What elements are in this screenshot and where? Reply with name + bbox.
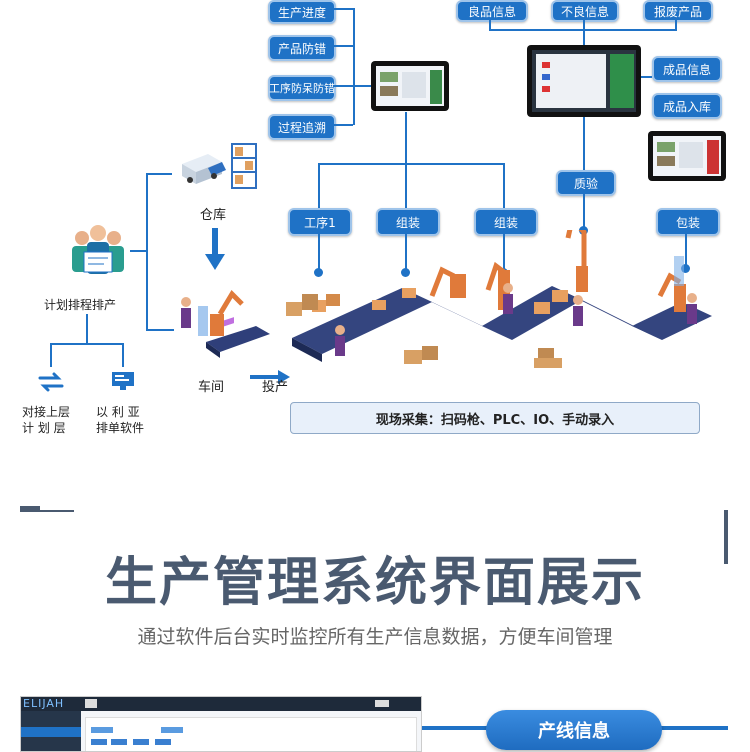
section-subtitle: 通过软件后台实时监控所有生产信息数据，方便车间管理 [137,626,613,648]
bad-info-button[interactable]: 不良信息 [551,0,619,22]
upper-plan-label-2: 计 划 层 [22,421,66,435]
connector [405,112,407,164]
arrow-right-icon [250,370,290,384]
scrap-button[interactable]: 报废产品 [643,0,713,22]
connector [503,232,505,270]
connector [333,85,371,87]
workshop-machine-icon [181,289,270,358]
warehouse-label: 仓库 [200,208,227,223]
station-dot [401,268,410,277]
connector [50,343,124,345]
brand-logo: ELIJAH [23,697,65,710]
connector [503,163,505,209]
connector [333,124,353,126]
connector [405,232,407,270]
connector [405,163,407,209]
good-info-button[interactable]: 良品信息 [456,0,528,22]
menu-icon [85,699,97,708]
product-error-button[interactable]: 产品防错 [268,35,336,61]
connector [318,163,504,165]
exchange-icon [38,372,64,392]
connector [318,163,320,209]
user-icon [375,700,389,707]
process-error-button[interactable]: 工序防呆防错 [268,75,336,101]
quality-button[interactable]: 质验 [556,170,616,196]
feed-label: 投产 [262,380,289,395]
finished-in-button[interactable]: 成品入库 [652,93,722,119]
trace-button[interactable]: 过程追溯 [268,114,336,140]
connector [146,329,174,331]
station-dot [314,268,323,277]
warehouse-icon [182,143,257,189]
software-screenshot: ELIJAH [20,696,422,752]
planning-label: 计划排程排产 [44,298,117,312]
connector [318,232,320,270]
connector [122,343,124,367]
data-collection-bar: 现场采集：扫码枪、PLC、IO、手动录入 [290,402,700,434]
monitor-right [648,131,726,181]
yilia-label-2: 排单软件 [96,421,145,435]
connector [50,343,52,367]
connector [146,173,172,175]
process1-button[interactable]: 工序1 [288,208,352,236]
connector [333,45,353,47]
divider-left [20,510,74,512]
section-title: 生产管理系统界面展示 [104,553,645,613]
connector [146,173,148,330]
divider-right [724,510,728,564]
connector [489,18,491,30]
assembly2-button[interactable]: 组装 [474,208,538,236]
assembly1-button[interactable]: 组装 [376,208,440,236]
workshop-label: 车间 [198,380,225,395]
divider-left-mark [20,506,40,512]
team-icon [72,225,124,274]
finished-info-button[interactable]: 成品信息 [652,56,722,82]
arrow-down-icon [205,228,225,270]
connector [583,192,585,228]
monitor-small [371,61,449,111]
connector [583,117,585,171]
connector [130,250,146,252]
station-dot [681,264,690,273]
connector [641,76,652,78]
upper-plan-label-1: 对接上层 [22,405,71,419]
line-info-button[interactable]: 产线信息 [486,710,662,750]
connector [86,314,88,344]
packing-button[interactable]: 包装 [656,208,720,236]
connector [583,18,585,45]
monitor-icon [112,372,134,390]
connector [489,29,677,31]
prod-progress-button[interactable]: 生产进度 [268,0,336,24]
connector [675,18,677,30]
monitor-large [527,45,641,117]
yilia-label-1: 以 利 亚 [96,405,140,419]
production-line-illustration [286,230,712,368]
connector [333,8,353,10]
connector [685,232,687,266]
connector [353,8,355,125]
